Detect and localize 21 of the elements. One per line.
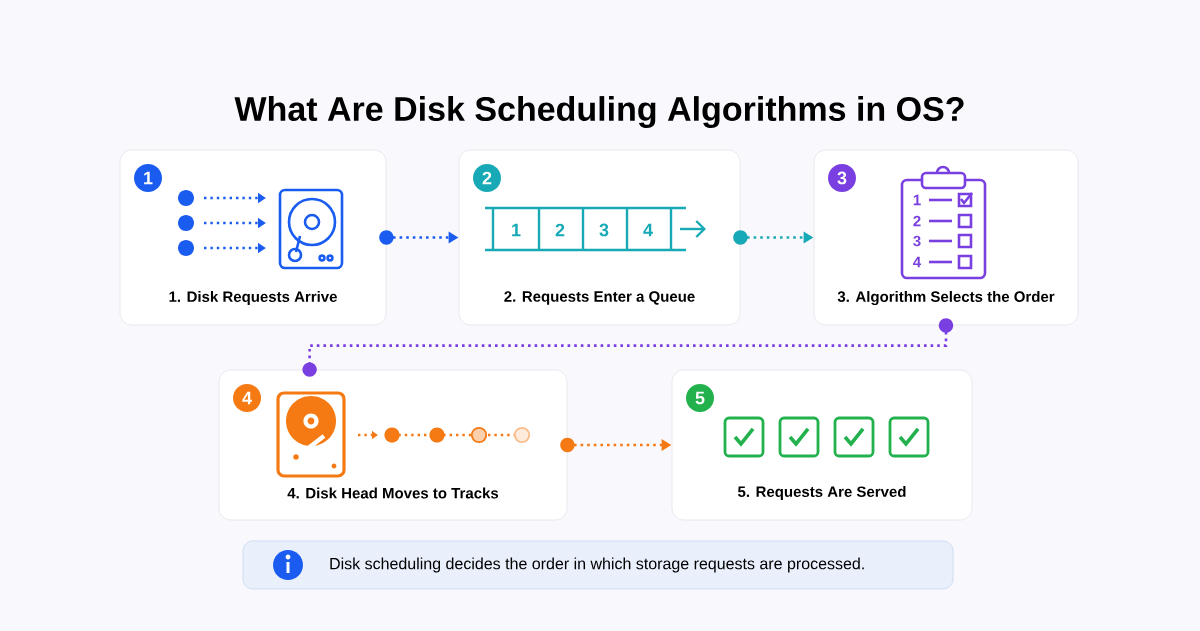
step-title: 5. Requests Are Served: [738, 486, 906, 500]
label: 3: [913, 235, 921, 247]
queue-number: 1: [512, 223, 521, 237]
step-badge: 4: [233, 384, 261, 412]
title: What Are Disk Scheduling Algorithms in OS?: [234, 96, 964, 128]
step-title: 1. Disk Requests Arrive: [169, 291, 337, 305]
label: 1: [913, 194, 921, 206]
step-badge: 2: [473, 164, 501, 192]
note-text: Disk scheduling decides the order in which storage requests are processed.: [330, 557, 864, 573]
queue-number: 3: [599, 223, 609, 237]
step-title: 2. Requests Enter a Queue: [504, 291, 695, 305]
label: 4: [913, 256, 922, 268]
queue-number: 2: [555, 223, 565, 237]
step-badge: 5: [686, 384, 714, 412]
step-title: 3. Algorithm Selects the Order: [837, 291, 1055, 305]
step-badge: 1: [134, 164, 162, 192]
step-badge: 3: [828, 164, 856, 192]
queue-number: 4: [643, 223, 653, 237]
arrow: [302, 318, 954, 377]
label: 2: [913, 215, 921, 227]
step-title: 4. Disk Head Moves to Tracks: [287, 487, 499, 499]
